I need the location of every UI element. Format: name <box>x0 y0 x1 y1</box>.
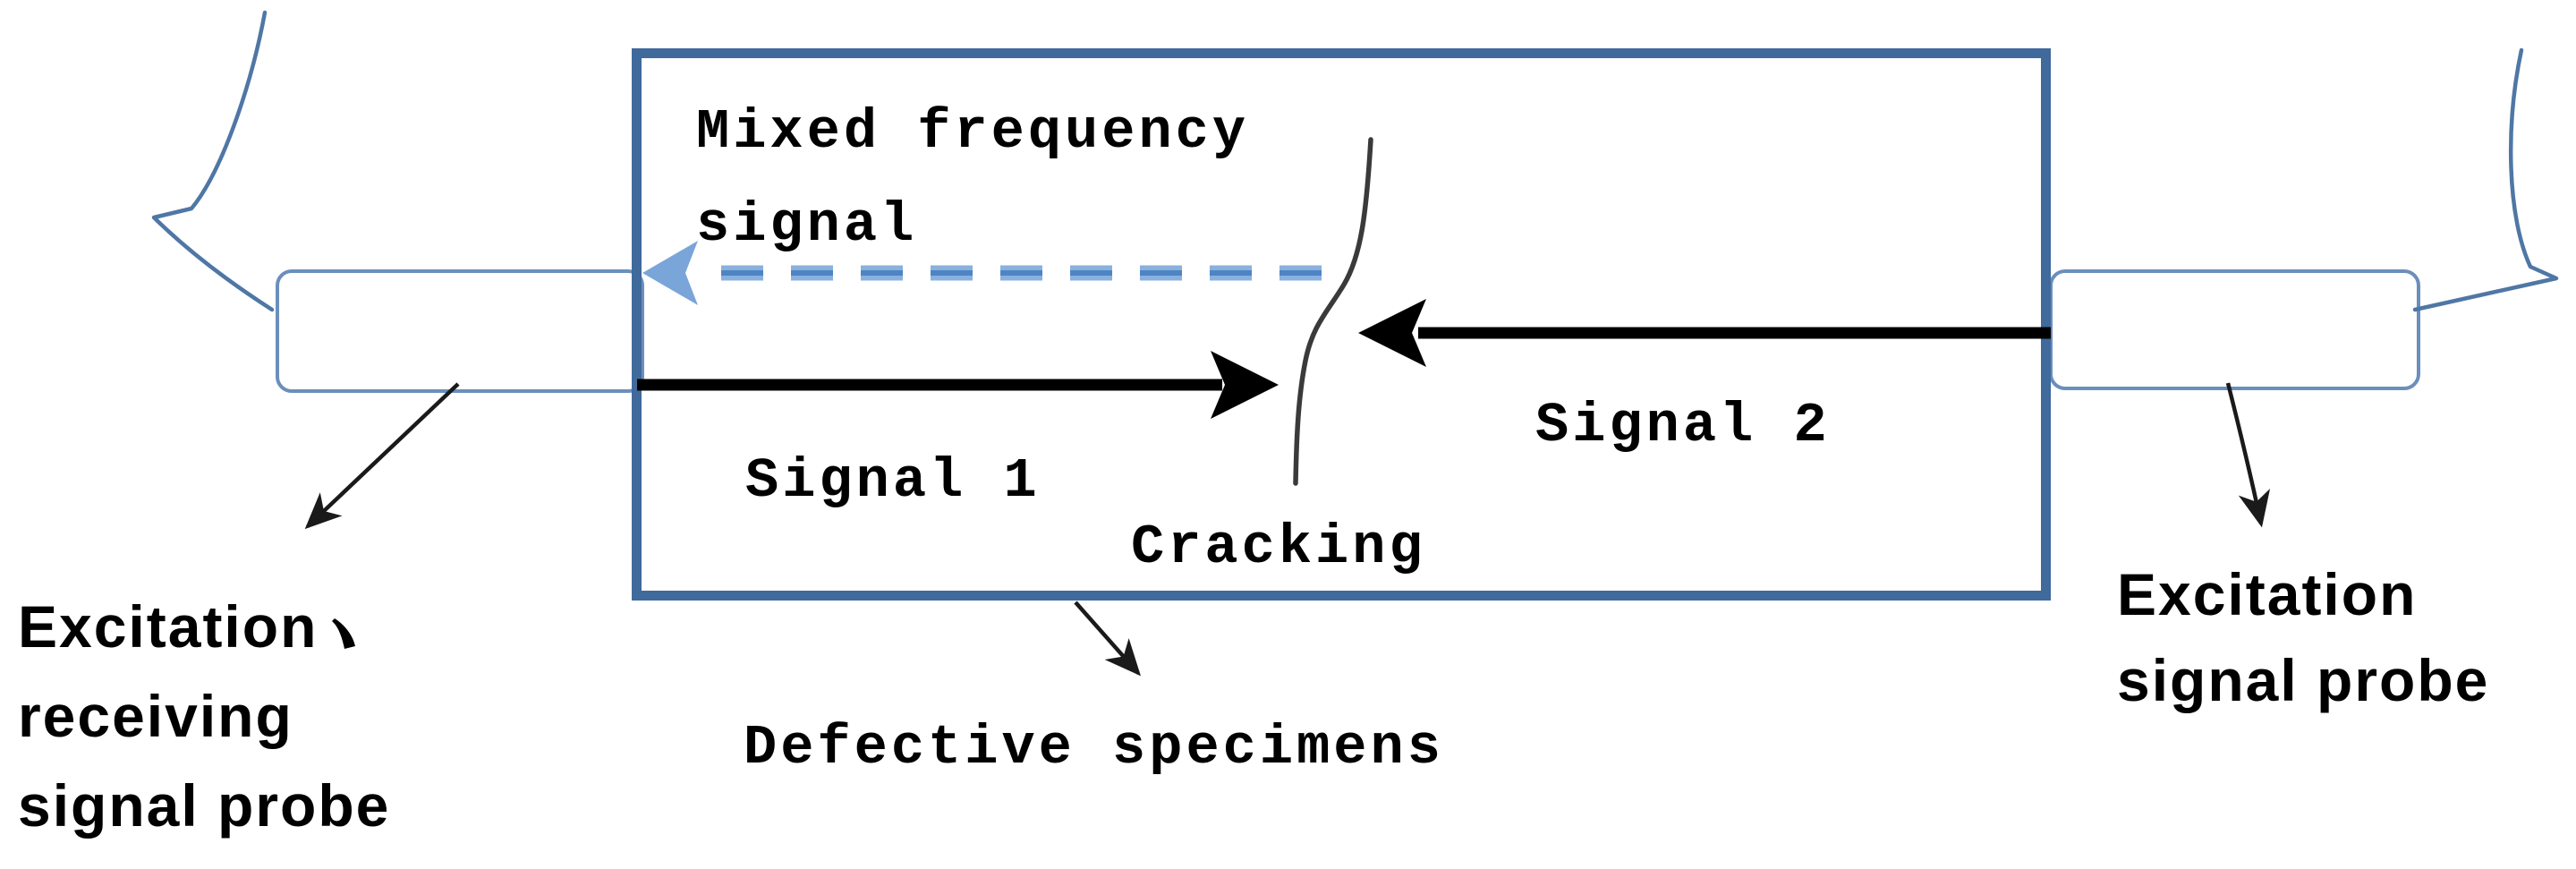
signal1-label: Signal 1 <box>745 449 1041 513</box>
mixed-frequency-label: Mixed frequency signal <box>696 86 1249 272</box>
left-probe-label-line2: receiving <box>18 683 293 749</box>
right-probe-label-line2: signal probe <box>2117 647 2490 713</box>
cjk-comma-icon <box>332 584 359 673</box>
left-cable-line <box>151 10 275 312</box>
left-probe-label-line3: signal probe <box>18 772 391 839</box>
receiving-probe-shape <box>276 269 644 393</box>
left-probe-pointer-arrow <box>304 382 460 530</box>
right-probe-label-line1: Excitation <box>2117 561 2418 627</box>
left-probe-label-line1: Excitation <box>18 582 390 671</box>
excitation-probe-shape <box>2049 269 2420 390</box>
left-probe-label: Excitation receiving signal probe <box>18 582 390 850</box>
specimen-box <box>632 48 2051 601</box>
cracking-label: Cracking <box>1131 515 1426 579</box>
left-probe-label-line1-text: Excitation <box>18 593 319 660</box>
signal2-label: Signal 2 <box>1535 394 1831 457</box>
right-probe-pointer-arrow <box>2225 382 2271 528</box>
right-probe-label: Excitation signal probe <box>2117 551 2489 723</box>
right-cable-line <box>2412 47 2559 312</box>
mixed-frequency-label-line2: signal <box>696 193 918 257</box>
defective-specimens-label: Defective specimens <box>744 716 1444 780</box>
mixed-frequency-label-line1: Mixed frequency <box>696 100 1250 164</box>
defective-pointer-arrow <box>1074 601 1141 677</box>
